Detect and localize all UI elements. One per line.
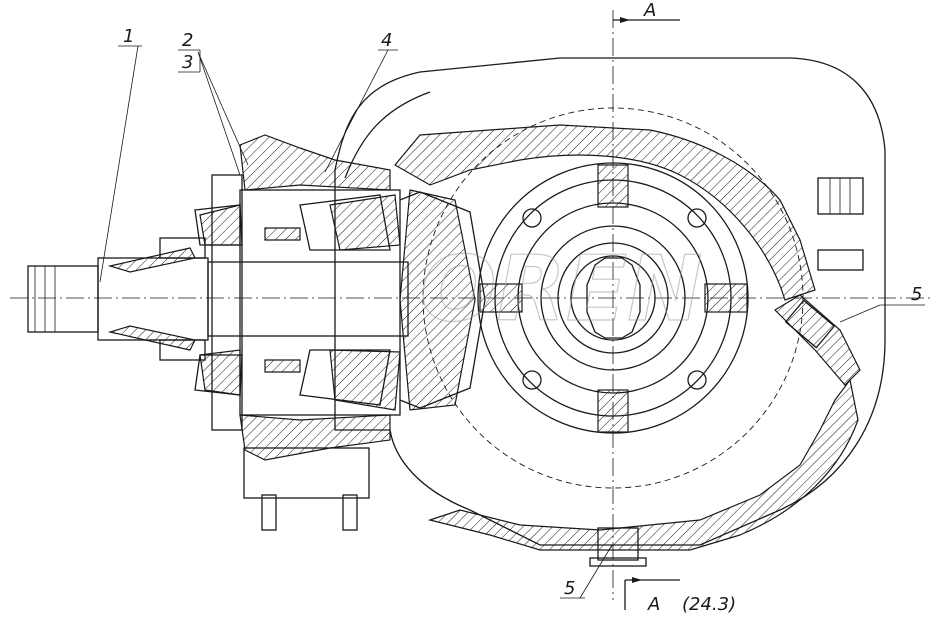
plugs: [589, 299, 836, 567]
section-mark-top: A: [643, 0, 656, 21]
input-shaft: [27, 237, 409, 361]
watermark-logo: OREN: [420, 237, 703, 342]
callout-1: 1: [123, 26, 134, 47]
callout-2: 2: [182, 30, 193, 51]
housing-sections: [239, 124, 861, 551]
pinion-housing: [199, 174, 401, 531]
callout-5-right: 5: [911, 284, 922, 305]
section-markers: [613, 17, 680, 610]
callout-5-bottom: 5: [564, 578, 575, 599]
leader-lines: [99, 45, 925, 599]
ring-gear: [422, 107, 804, 489]
callout-3: 3: [182, 52, 193, 73]
tapered-bearings: [194, 194, 391, 406]
callout-4: 4: [381, 30, 392, 51]
right-flange: [817, 177, 864, 271]
section-ref: (24.3): [682, 594, 736, 615]
section-mark-bottom: A: [647, 594, 660, 615]
